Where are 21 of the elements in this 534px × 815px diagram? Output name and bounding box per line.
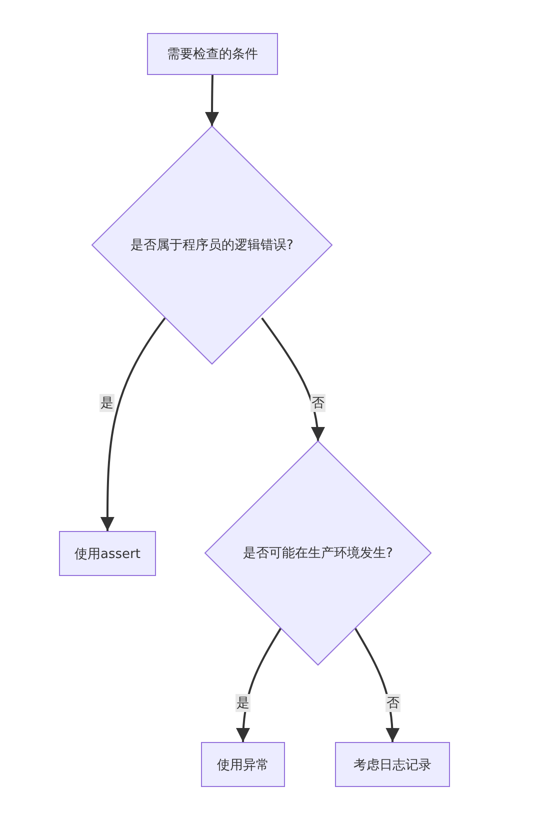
arrow — [205, 74, 219, 126]
edge-label: 否 — [310, 394, 326, 412]
edge-label: 是 — [100, 394, 114, 412]
arrow — [100, 317, 166, 531]
arrow — [236, 628, 282, 742]
edge-label: 否 — [386, 694, 400, 712]
node-label: 需要检查的条件 — [167, 46, 258, 63]
process-box — [335, 742, 450, 787]
process-box — [147, 33, 278, 75]
node-label: 是否可能在生产环境发生? — [243, 545, 393, 562]
node-label: 是否属于程序员的逻辑错误? — [130, 237, 294, 254]
decision-diamond — [92, 126, 332, 364]
decision-diamond — [205, 441, 431, 665]
edge-label: 是 — [236, 694, 250, 712]
process-box — [201, 742, 285, 787]
arrow — [261, 317, 324, 442]
node-label: 考虑日志记录 — [354, 756, 432, 774]
arrow — [354, 628, 400, 742]
process-box — [59, 531, 156, 576]
node-label: 使用异常 — [217, 756, 269, 774]
node-label: 使用assert — [74, 546, 140, 562]
